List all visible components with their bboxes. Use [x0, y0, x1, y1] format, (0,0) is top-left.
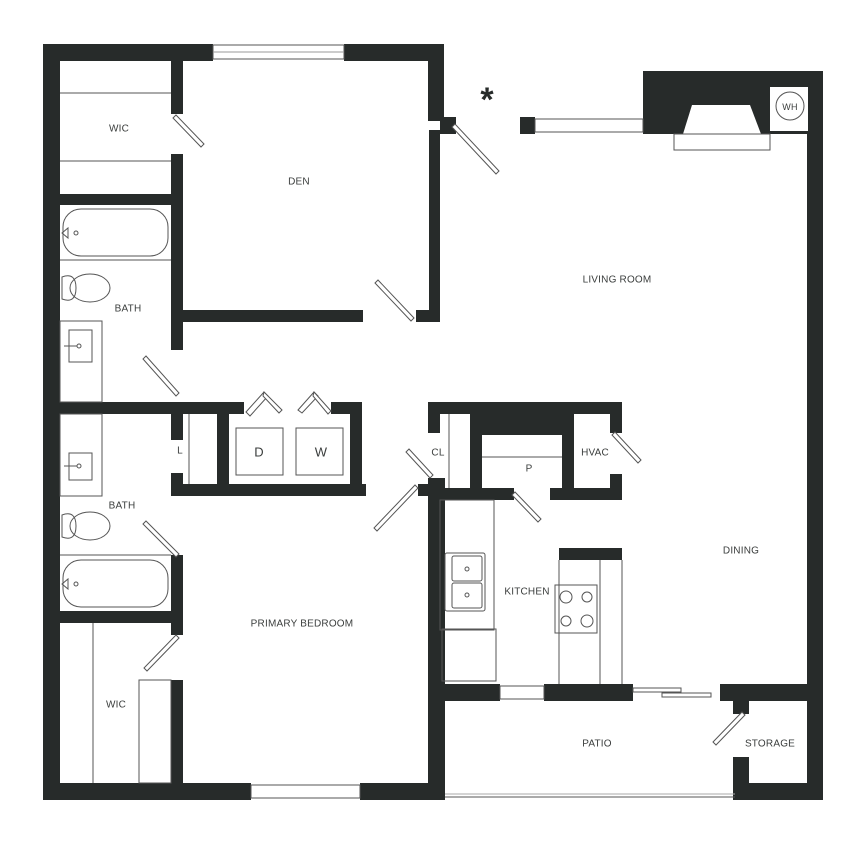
wall-linen-laundry: [217, 414, 229, 496]
wall-bath-hall-stub: [171, 338, 183, 350]
label-coat-closet: CL: [431, 447, 445, 459]
window-kitchen: [500, 686, 544, 699]
wall-entry-stub: [520, 117, 535, 134]
wall-den-east-lower: [429, 130, 440, 322]
fireplace: [683, 105, 761, 134]
label-bath-bottom: BATH: [108, 500, 136, 512]
label-primary-bedroom: PRIMARY BEDROOM: [250, 618, 354, 630]
wall-kitchen-south-left: [428, 684, 500, 701]
wall-den-east-stub: [440, 117, 456, 134]
wall-cl-pantry: [470, 402, 482, 500]
door-pantry: [512, 492, 541, 522]
label-pantry: P: [525, 463, 533, 475]
door-laundry-left-b: [263, 392, 282, 413]
vanity-top: [60, 321, 102, 402]
dryer: [236, 428, 283, 475]
wall-exterior-top-den-right: [344, 44, 444, 61]
wall-hvac-right-top: [610, 402, 622, 433]
wall-den-east-foot: [416, 310, 440, 322]
wall-exterior-right: [807, 71, 823, 800]
wall-exterior-bottom-storage: [735, 783, 823, 800]
door-wic-bottom: [144, 635, 179, 671]
label-wic-top: WIC: [108, 123, 130, 135]
wall-den-east: [428, 44, 444, 121]
wall-pantry-block: [470, 402, 573, 435]
label-storage: STORAGE: [744, 738, 796, 750]
label-hvac: HVAC: [581, 447, 609, 459]
entry-marker: *: [480, 81, 494, 119]
door-bedroom: [374, 485, 418, 531]
wall-storage-door-bottom: [733, 757, 749, 800]
kitchen-counter: [440, 500, 494, 630]
door-bath-top: [143, 356, 179, 396]
label-bath-top: BATH: [114, 303, 142, 315]
door-laundry-right-b: [313, 392, 331, 414]
label-den: DEN: [288, 176, 310, 188]
wall-laundry-top: [171, 402, 244, 414]
label-kitchen: KITCHEN: [504, 586, 550, 598]
door-cl: [406, 449, 433, 478]
washer: [296, 428, 343, 475]
kitchen-sink: [445, 553, 485, 611]
window-living: [535, 119, 643, 132]
wall-wic-den-upper: [171, 44, 183, 114]
wall-cl-bottom: [428, 488, 514, 500]
label-dryer: D: [254, 444, 264, 460]
bathtub-top: [63, 209, 168, 256]
range: [555, 585, 597, 633]
vanity-bottom: [60, 414, 102, 496]
hearth: [674, 134, 770, 150]
wall-pantry-hvac: [562, 402, 574, 500]
wall-wic-bath: [43, 194, 183, 205]
wall-kitchen-south-mid: [544, 684, 633, 701]
label-linen: L: [177, 445, 183, 457]
toilet-bottom: [70, 512, 110, 540]
wall-bath-wic: [43, 611, 183, 623]
wall-storage-door-top: [733, 684, 749, 714]
wall-den-south: [171, 310, 363, 322]
wall-bedroom-kitchen: [428, 478, 445, 800]
door-entry: [452, 124, 499, 174]
window-bedroom: [251, 785, 360, 798]
door-storage: [713, 712, 745, 745]
wall-wic-bedroom: [171, 680, 183, 800]
refrigerator: [442, 629, 496, 681]
bathtub-bottom: [63, 560, 168, 607]
sliding-door-2: [662, 693, 711, 697]
label-water-heater: WH: [782, 102, 798, 112]
door-bath-bottom: [143, 521, 179, 557]
label-living-room: LIVING ROOM: [582, 274, 652, 286]
door-hvac: [612, 432, 641, 463]
label-patio: PATIO: [582, 738, 612, 750]
wall-linen-left-upper: [171, 402, 183, 440]
label-dining: DINING: [722, 545, 760, 557]
label-wic-bottom: WIC: [105, 699, 127, 711]
wall-exterior-top-left: [43, 44, 213, 61]
wall-island-top: [559, 548, 622, 560]
wall-exterior-bottom-left: [43, 783, 251, 800]
door-den: [375, 280, 414, 321]
label-washer: W: [314, 444, 328, 460]
wall-laundry-right: [350, 402, 362, 496]
door-wic-top: [173, 115, 204, 147]
sliding-door-1: [633, 688, 681, 692]
wall-exterior-bottom-bed-right: [360, 783, 445, 800]
toilet-top: [70, 274, 110, 302]
water-heater: [776, 92, 804, 120]
wall-linen-left-lower: [171, 473, 183, 496]
wall-bath-top-south: [43, 402, 183, 414]
wall-hvac-bottom: [550, 488, 622, 500]
